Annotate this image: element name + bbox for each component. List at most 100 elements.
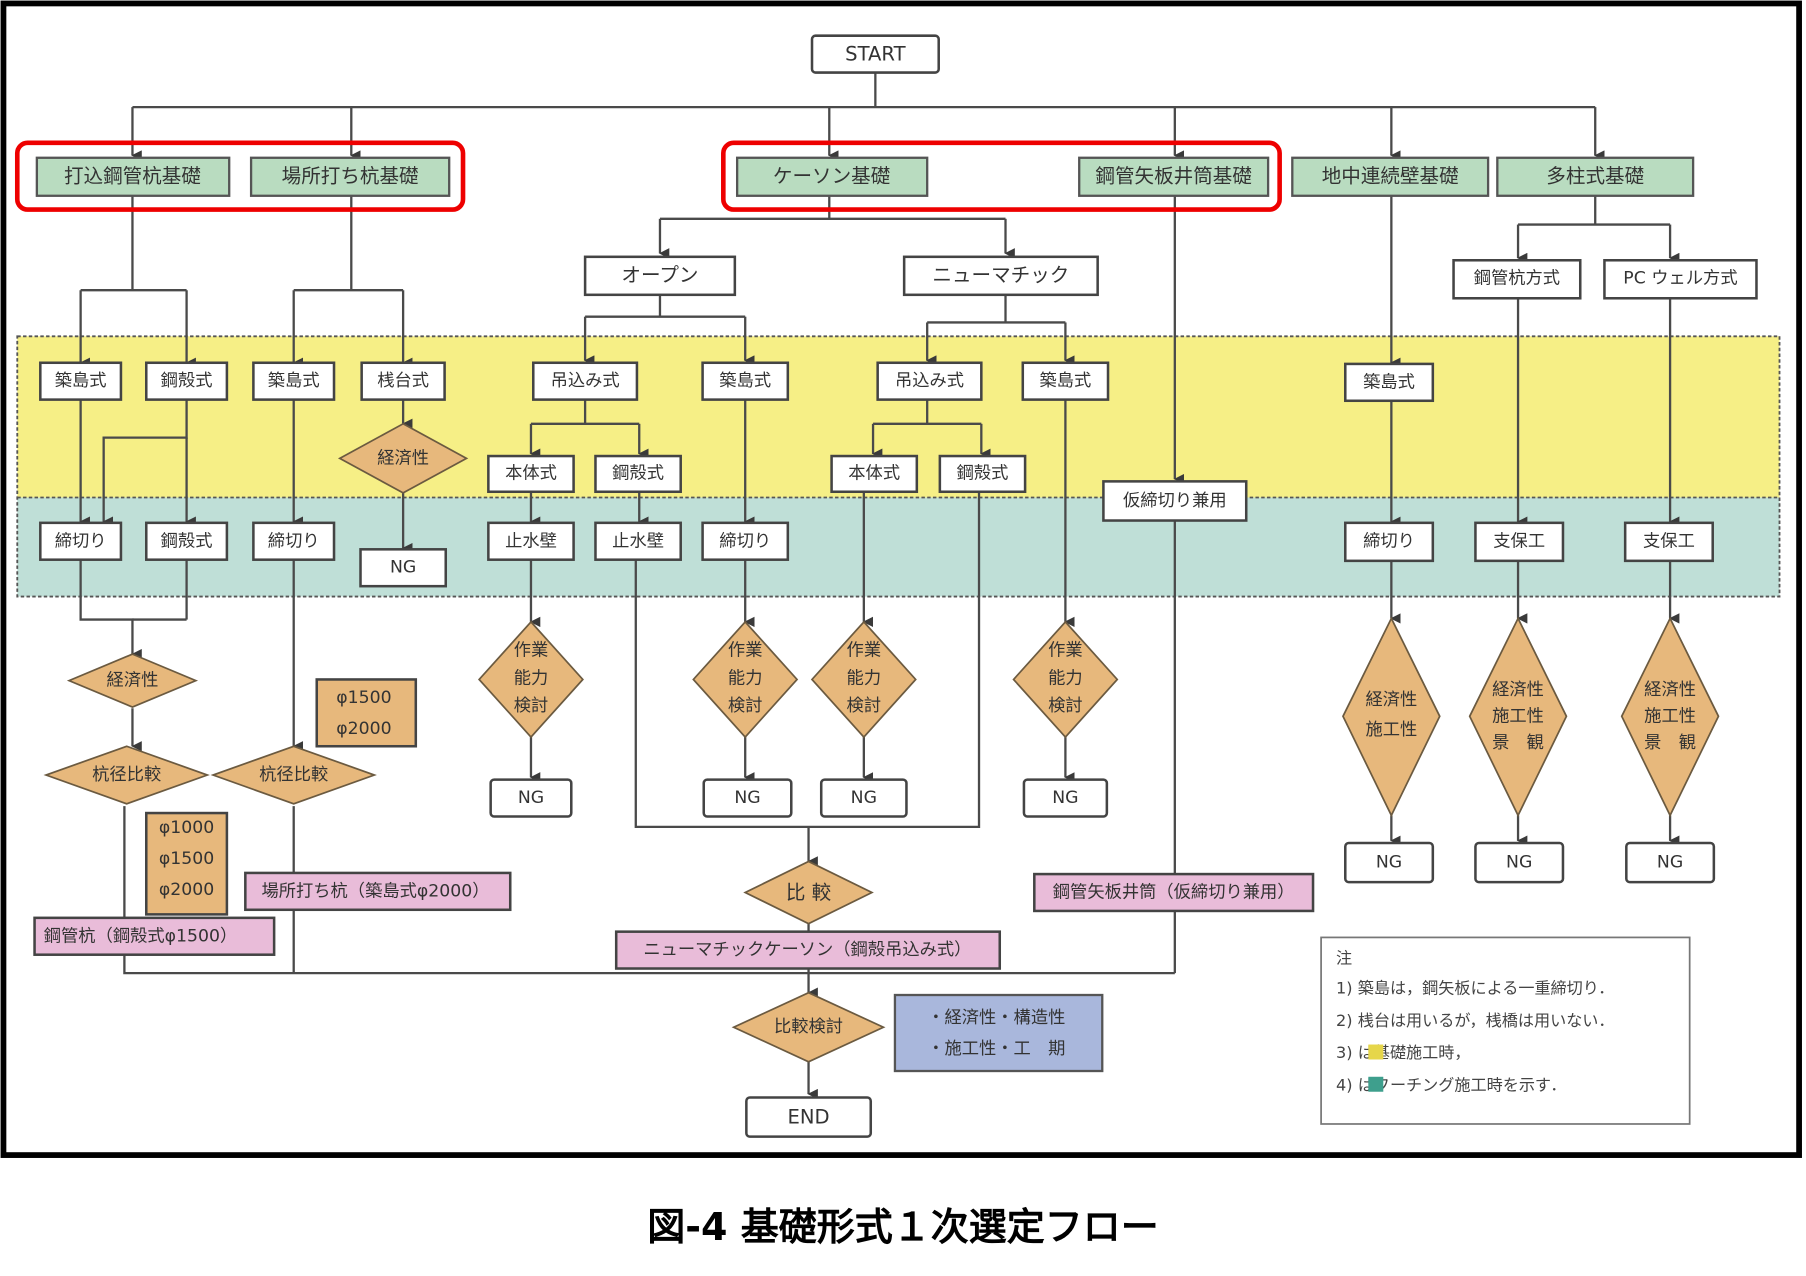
work-capacity-diamond: 作業 能力 検討 — [692, 620, 799, 739]
label: 場所打ち杭（築島式φ2000） — [261, 881, 489, 901]
work-capacity-diamond: 作業 能力 検討 — [477, 620, 584, 739]
label: 経済性 — [107, 671, 159, 691]
dw-island: 築島式 — [1363, 372, 1415, 392]
open-body: 本体式 — [505, 463, 557, 483]
p2-economy-diamond: 経済性 — [337, 422, 469, 494]
open-island: 築島式 — [719, 371, 771, 391]
mc-support-1: 支保工 — [1493, 531, 1545, 551]
dw-criteria-diamond: 経済性 施工性 — [1342, 616, 1441, 818]
band-border — [16, 335, 1781, 598]
label: 杭径比較 — [92, 765, 161, 785]
end-label: END — [788, 1106, 830, 1129]
diameter-option: φ1500 — [159, 849, 214, 869]
diameter-option: φ2000 — [159, 880, 214, 900]
figure-frame — [0, 0, 1802, 1158]
label: 打込鋼管杭基礎 — [64, 165, 201, 188]
pneumatic-island: 築島式 — [1040, 371, 1092, 391]
foundation-steel-pipe-sheet-pile-well: 鋼管矢板井筒基礎 — [1078, 156, 1270, 197]
note-item: 1) 築島は，鋼矢板による一重締切り． — [1336, 979, 1614, 998]
label: 検討 — [1048, 696, 1083, 716]
p2-trestle: 桟台式 — [377, 371, 429, 391]
open-shell: 鋼殻式 — [612, 463, 664, 483]
ng-node: NG — [1052, 788, 1078, 808]
label: 杭径比較 — [259, 765, 328, 785]
caisson-result: ニューマチックケーソン（鋼殻吊込み式） — [614, 930, 1002, 970]
end-node: END — [745, 1096, 873, 1138]
label: 作業 — [847, 641, 882, 661]
label: 能力 — [728, 668, 763, 688]
caisson-compare-diamond: 比 較 — [743, 860, 874, 925]
p1-shell-2: 鋼殻式 — [161, 531, 213, 551]
pneumatic-shell: 鋼殻式 — [957, 463, 1009, 483]
caisson-pneumatic: ニューマチック — [902, 255, 1099, 297]
label: 鋼管杭（鋼殻式φ1500） — [44, 926, 237, 946]
label: 検討 — [728, 696, 763, 716]
label: 能力 — [847, 668, 882, 688]
p1-result: 鋼管杭（鋼殻式φ1500） — [33, 916, 276, 956]
pneumatic-lift: 吊込み式 — [895, 371, 964, 391]
label: 施工性 — [1644, 706, 1696, 726]
p2-cofferdam: 締切り — [268, 531, 320, 551]
label: 施工性 — [1365, 720, 1417, 740]
note-item: 3) は基礎施工時， — [1336, 1043, 1470, 1062]
p1-diameter-options: φ1000 φ1500 φ2000 — [145, 811, 229, 916]
p1-economy-diamond: 経済性 — [66, 653, 199, 709]
label: 経済性 — [1365, 690, 1417, 710]
pneumatic-body: 本体式 — [848, 463, 900, 483]
final-criteria-box: ・経済性・構造性 ・施工性・工 期 — [893, 993, 1104, 1073]
work-capacity-diamond: 作業 能力 検討 — [1012, 620, 1119, 739]
ng-node: NG — [1657, 853, 1683, 873]
label: 作業 — [514, 641, 549, 661]
ng-node: NG — [1376, 853, 1402, 873]
p2-result: 場所打ち杭（築島式φ2000） — [244, 871, 512, 912]
label: 能力 — [1048, 668, 1083, 688]
diameter-option: φ2000 — [336, 719, 391, 739]
label: 比較検討 — [774, 1017, 843, 1037]
highlight-pile-foundations — [14, 140, 466, 212]
teal-swatch — [1368, 1076, 1384, 1092]
notes-box: 注 1) 築島は，鋼矢板による一重締切り． 2) 桟台は用いるが，桟橋は用いない… — [1320, 936, 1691, 1125]
multi-column-pc-well-method: PC ウェル方式 — [1603, 259, 1758, 300]
mc-criteria-diamond: 経済性 施工性 景 観 — [1620, 616, 1720, 818]
p1-diameter-compare-diamond: 杭径比較 — [43, 745, 210, 805]
label: 鋼管矢板井筒（仮締切り兼用） — [1053, 883, 1295, 903]
foundation-multi-column: 多柱式基礎 — [1496, 156, 1695, 197]
label: 施工性 — [1492, 706, 1544, 726]
open-lift: 吊込み式 — [551, 371, 620, 391]
open-cutoff-wall-2: 止水壁 — [612, 531, 664, 551]
label: 能力 — [514, 668, 549, 688]
mc-criteria-diamond: 経済性 施工性 景 観 — [1468, 616, 1568, 818]
p2-diameter-options: φ1500 φ2000 — [315, 678, 418, 748]
well-temporary-cofferdam: 仮締切り兼用 — [1123, 491, 1227, 511]
label: 場所打ち杭基礎 — [282, 165, 419, 188]
label: オープン — [621, 264, 698, 287]
foundation-cast-in-place-pile: 場所打ち杭基礎 — [249, 156, 451, 197]
label: 検討 — [514, 696, 549, 716]
label: 比 較 — [786, 881, 832, 904]
p2-ng: NG — [390, 558, 416, 578]
work-capacity-diamond: 作業 能力 検討 — [810, 620, 917, 739]
open-cofferdam: 締切り — [719, 531, 771, 551]
foundation-driven-steel-pipe-pile: 打込鋼管杭基礎 — [35, 156, 231, 197]
ng-boxes: NG NG NG NG NG NG NG — [489, 778, 1716, 884]
label: 経済性 — [1644, 680, 1696, 700]
p1-island: 築島式 — [55, 371, 107, 391]
ng-node: NG — [734, 788, 760, 808]
label: ニューマチック — [932, 264, 1069, 287]
note-item: 4) はフーチング施工時を示す． — [1336, 1075, 1566, 1094]
criteria-line: ・経済性・構造性 — [927, 1008, 1065, 1028]
label: 経済性 — [1492, 680, 1544, 700]
figure-caption: 図-4 基礎形式１次選定フロー — [647, 1205, 1159, 1249]
foundation-diaphragm-wall: 地中連続壁基礎 — [1291, 156, 1490, 197]
label: ケーソン基礎 — [773, 165, 890, 188]
note-item: 2) 桟台は用いるが，桟橋は用いない． — [1336, 1011, 1614, 1030]
label: 鋼管杭方式 — [1474, 269, 1560, 289]
label: ニューマチックケーソン（鋼殻吊込み式） — [643, 940, 971, 960]
label: 経済性 — [377, 448, 429, 468]
band1-nodes: 築島式 鋼殻式 築島式 桟台式 吊込み式 築島式 吊込み式 築島式 本体式 鋼殻… — [39, 361, 1435, 522]
diameter-option: φ1000 — [159, 818, 214, 838]
criteria-line: ・施工性・工 期 — [927, 1039, 1065, 1059]
multi-column-steel-pipe-pile-method: 鋼管杭方式 — [1452, 259, 1582, 300]
highlight-caisson-well-foundations — [721, 140, 1282, 212]
